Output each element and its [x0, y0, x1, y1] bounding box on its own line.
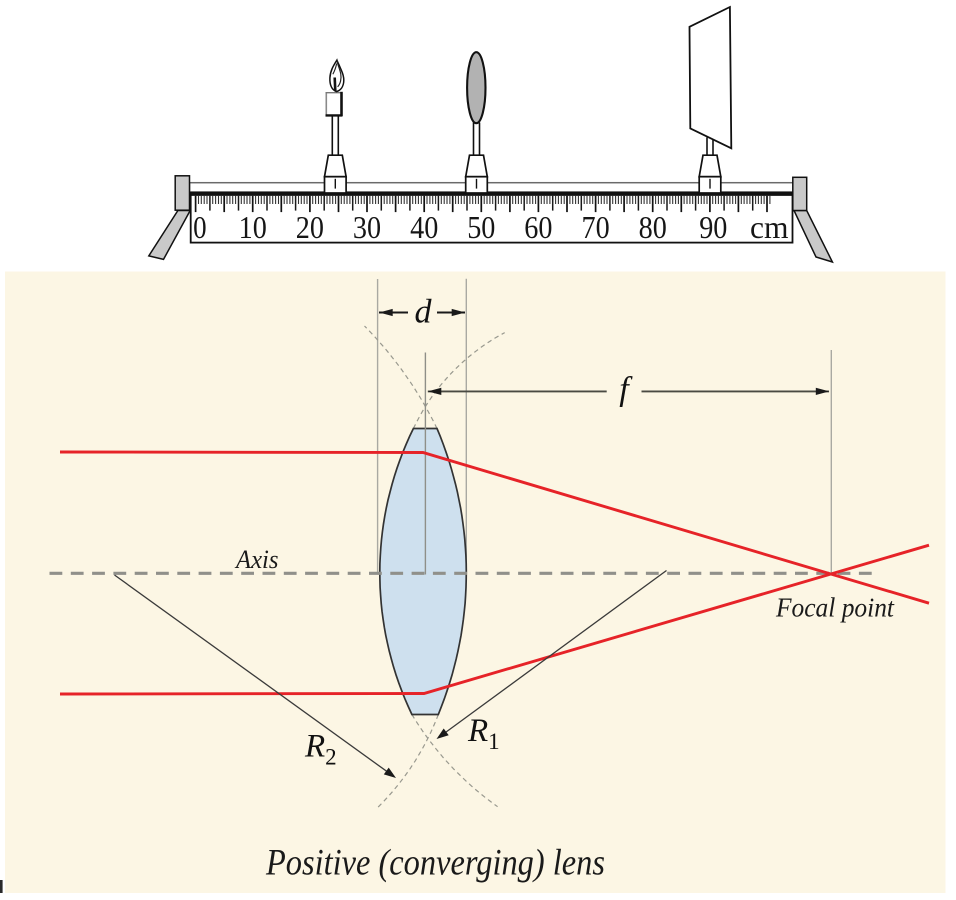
- svg-text:50: 50: [467, 210, 495, 245]
- svg-text:Focal point: Focal point: [775, 591, 895, 622]
- svg-text:20: 20: [296, 210, 324, 245]
- svg-text:cm: cm: [750, 210, 789, 245]
- svg-text:40: 40: [410, 210, 438, 245]
- svg-text:d: d: [415, 294, 433, 331]
- svg-text:80: 80: [639, 210, 667, 245]
- svg-text:60: 60: [524, 210, 552, 245]
- svg-text:Axis: Axis: [234, 544, 278, 574]
- svg-text:70: 70: [582, 210, 610, 245]
- svg-text:R2: R2: [304, 728, 337, 769]
- svg-text:30: 30: [353, 210, 381, 245]
- svg-text:Positive (converging) lens: Positive (converging) lens: [265, 843, 605, 884]
- svg-text:0: 0: [193, 210, 207, 245]
- svg-text:90: 90: [699, 210, 727, 245]
- svg-text:10: 10: [239, 210, 267, 245]
